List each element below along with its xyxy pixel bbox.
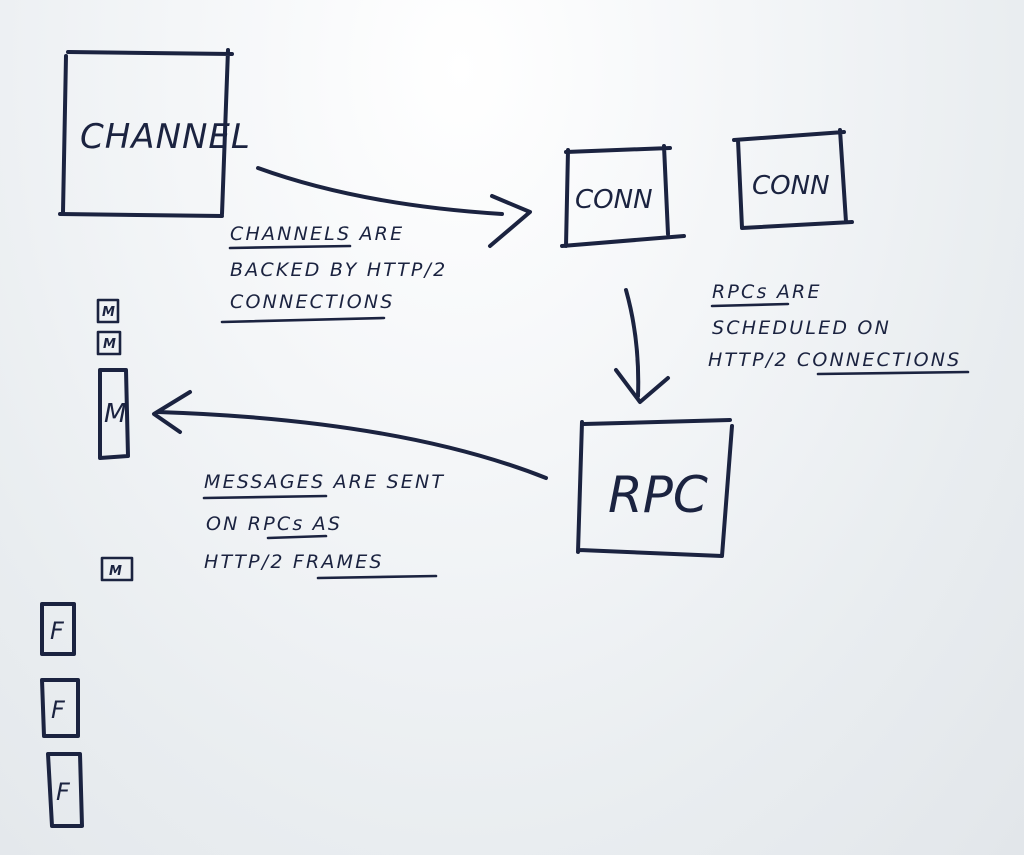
underline-connections-2: [816, 370, 970, 376]
note-rpcs-line-3: HTTP/2 CONNECTIONS: [708, 349, 961, 371]
note-channels-line-1: CHANNELS ARE: [230, 223, 404, 245]
frame-box: F: [40, 678, 80, 738]
channel-box: CHANNEL: [58, 48, 251, 218]
underline-rpcs: [710, 302, 790, 308]
underline-connections: [220, 316, 386, 324]
channel-label: CHANNEL: [80, 117, 251, 157]
note-messages: MESSAGES ARE SENT ON RPCs AS HTTP/2 FRAM…: [202, 471, 445, 580]
underline-rpcs-2: [266, 534, 328, 540]
note-rpcs: RPCs ARE SCHEDULED ON HTTP/2 CONNECTIONS: [708, 281, 970, 376]
arrow-conn-to-rpc: [614, 288, 670, 404]
note-channels: CHANNELS ARE BACKED BY HTTP/2 CONNECTION…: [220, 223, 447, 324]
arrow-channel-to-conn: [256, 166, 532, 248]
note-rpcs-line-1: RPCs ARE: [712, 281, 822, 303]
underline-frames: [316, 574, 438, 580]
rpc-label: RPC: [608, 466, 708, 524]
conn-box-1: CONN: [560, 144, 686, 248]
note-rpcs-line-2: SCHEDULED ON: [712, 317, 891, 339]
message-box: M: [96, 330, 122, 356]
message-label: M: [109, 564, 122, 579]
note-messages-line-1: MESSAGES ARE SENT: [204, 471, 445, 493]
arrow-rpc-to-message: [152, 390, 548, 480]
frame-label: F: [51, 696, 66, 724]
note-channels-line-3: CONNECTIONS: [230, 291, 395, 313]
rpc-box: RPC: [576, 418, 734, 558]
frame-box: F: [46, 752, 84, 828]
message-label: M: [104, 399, 126, 429]
message-box: M: [100, 556, 134, 582]
frame-label: F: [56, 778, 71, 806]
conn-2-label: CONN: [752, 171, 830, 201]
message-box: M: [96, 298, 120, 324]
conn-1-label: CONN: [575, 185, 653, 215]
note-messages-line-2: ON RPCs AS: [206, 513, 342, 535]
conn-box-2: CONN: [732, 128, 854, 230]
frame-box: F: [40, 602, 76, 656]
note-messages-line-3: HTTP/2 FRAMES: [204, 551, 384, 573]
note-channels-line-2: BACKED BY HTTP/2: [230, 259, 447, 281]
underline-channels: [228, 244, 352, 250]
message-label: M: [103, 337, 116, 352]
message-box: M: [98, 368, 130, 460]
message-label: M: [102, 305, 115, 320]
frame-label: F: [50, 617, 65, 645]
underline-messages: [202, 494, 328, 500]
